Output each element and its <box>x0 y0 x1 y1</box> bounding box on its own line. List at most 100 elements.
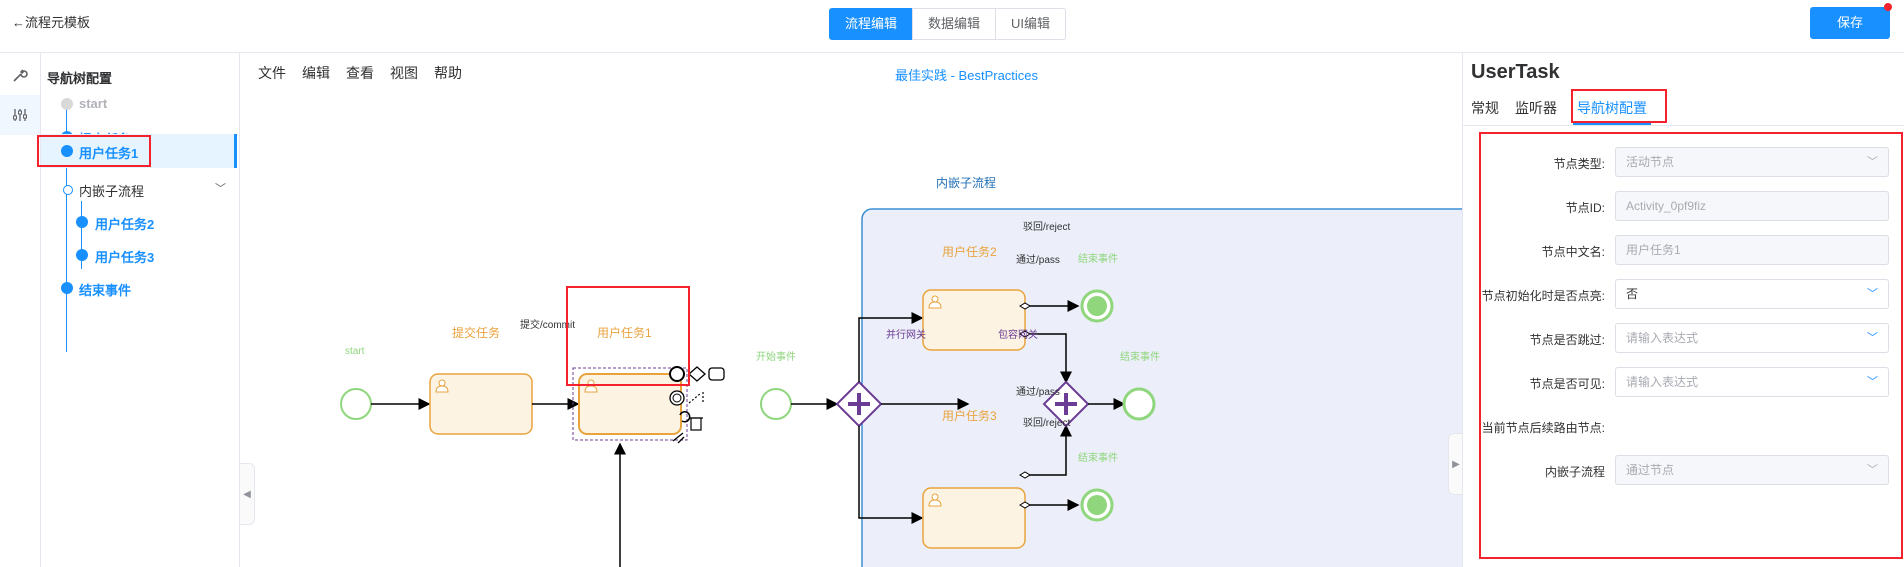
parallel-gateway-label: 并行网关 <box>886 330 926 341</box>
node-type-select[interactable]: 活动节点﹀ <box>1615 147 1889 177</box>
tab-general[interactable]: 常规 <box>1471 100 1499 116</box>
subprocess-title: 内嵌子流程 <box>936 176 997 190</box>
canvas-menu: 文件 编辑 查看 视图 帮助 <box>258 63 462 83</box>
highlight-box-task <box>566 286 690 386</box>
subprocess-select[interactable]: 通过节点﹀ <box>1615 455 1889 485</box>
tree-node-subprocess[interactable]: 内嵌子流程 ﹀ <box>41 170 237 208</box>
tree-node-label: 用户任务3 <box>95 250 155 265</box>
field-label: 当前节点后续路由节点: <box>1481 421 1605 435</box>
element-type-title: UserTask <box>1471 61 1560 83</box>
chevron-down-icon: ﹀ <box>1867 376 1878 388</box>
field-node-type: 节点类型: 活动节点﹀ <box>1479 147 1895 179</box>
tree-node-label: 用户任务1 <box>79 146 139 161</box>
mode-switch: 流程编辑 数据编辑 UI编辑 <box>829 8 1067 40</box>
user-task3-label: 用户任务3 <box>942 409 997 423</box>
submit-task-label: 提交任务 <box>452 326 501 340</box>
tree-node-dot <box>63 185 73 195</box>
mode-process-edit[interactable]: 流程编辑 <box>829 8 914 40</box>
tab-listeners[interactable]: 监听器 <box>1515 100 1557 116</box>
tree-node-dot <box>76 216 88 228</box>
chevron-down-icon[interactable]: ﹀ <box>215 183 226 195</box>
user-task2-shape <box>922 289 1026 351</box>
field-label: 节点初始化时是否点亮: <box>1481 289 1605 303</box>
end1-label: 结束事件 <box>1078 254 1118 265</box>
menu-edit[interactable]: 编辑 <box>302 65 330 81</box>
tabs-divider <box>1463 125 1904 126</box>
reject1-label: 驳回/reject <box>1023 222 1071 233</box>
tree-node-end-event[interactable]: 结束事件 <box>41 269 237 307</box>
field-label: 节点类型: <box>1553 157 1605 171</box>
field-placeholder: 请输入表达式 <box>1626 331 1699 345</box>
bpmn-canvas[interactable]: 文件 编辑 查看 视图 帮助 最佳实践 - BestPractices <box>240 53 1462 567</box>
tree-node-user-task2[interactable]: 用户任务2 <box>41 203 237 241</box>
tree-connector <box>81 201 82 269</box>
field-init-lit: 节点初始化时是否点亮: 否﹀ <box>1479 279 1895 311</box>
context-pad <box>669 366 725 444</box>
tree-node-user-task3[interactable]: 用户任务3 <box>41 236 237 274</box>
sub-start-event <box>760 388 792 420</box>
tree-node-dot <box>76 249 88 261</box>
field-label: 节点ID: <box>1565 201 1605 215</box>
save-button[interactable]: 保存 <box>1810 7 1890 39</box>
tree-node-dot <box>61 98 73 110</box>
menu-help[interactable]: 帮助 <box>434 65 462 81</box>
wrench-icon[interactable] <box>0 55 40 95</box>
collapse-left-icon[interactable]: ◀ <box>240 463 255 525</box>
sliders-icon[interactable] <box>0 95 40 135</box>
unsaved-indicator <box>1884 3 1892 11</box>
best-practices-link[interactable]: 最佳实践 - BestPractices <box>895 68 1039 83</box>
node-name-input[interactable]: 用户任务1 <box>1615 235 1889 265</box>
field-visible: 节点是否可见: 请输入表达式﹀ <box>1479 367 1895 399</box>
mode-data-edit[interactable]: 数据编辑 <box>912 8 997 40</box>
tree-node-label: start <box>79 96 108 111</box>
node-id-input[interactable]: Activity_0pf9fiz <box>1615 191 1889 221</box>
tab-nav-tree-config[interactable]: 导航树配置 <box>1573 93 1651 125</box>
field-label: 内嵌子流程 <box>1544 465 1605 479</box>
end-event-2 <box>1122 387 1156 421</box>
highlight-box-tree <box>37 135 151 167</box>
tree-node-user-task1[interactable]: 用户任务1 <box>41 134 237 168</box>
left-icon-rail <box>0 53 41 567</box>
field-value: 用户任务1 <box>1626 243 1681 257</box>
field-value: 通过节点 <box>1626 463 1675 477</box>
reject2-label: 驳回/reject <box>1023 418 1071 429</box>
bpmn-diagram <box>340 208 1462 567</box>
field-node-name: 节点中文名: 用户任务1 <box>1479 235 1895 267</box>
back-link[interactable]: ←流程元模板 <box>12 15 91 30</box>
visible-expression-select[interactable]: 请输入表达式 ﹀ <box>1615 367 1889 397</box>
field-node-id: 节点ID: Activity_0pf9fiz <box>1479 191 1895 223</box>
nav-tree-panel: 导航树配置 start 提交任务 用户任务1 内嵌子流程 ﹀ 用户任务2 用户任… <box>37 53 240 567</box>
tree-node-start[interactable]: start <box>41 85 237 123</box>
start-label: start <box>345 346 365 357</box>
sub-start-label: 开始事件 <box>756 352 796 363</box>
chevron-down-icon: ﹀ <box>1867 332 1878 344</box>
menu-view[interactable]: 查看 <box>346 65 374 81</box>
chevron-down-icon: ﹀ <box>1867 288 1878 300</box>
chevron-down-icon: ﹀ <box>1867 156 1878 168</box>
properties-tabs: 常规 监听器 导航树配置 <box>1471 93 1651 125</box>
field-subprocess: 内嵌子流程 通过节点﹀ <box>1479 455 1895 487</box>
selection-outline <box>572 367 688 441</box>
field-placeholder: 请输入表达式 <box>1626 375 1699 389</box>
user-task2-label: 用户任务2 <box>942 245 997 259</box>
user-task1-label: 用户任务1 <box>597 326 652 340</box>
mode-ui-edit[interactable]: UI编辑 <box>995 8 1067 40</box>
tree-connector <box>66 105 67 352</box>
end2-label: 结束事件 <box>1120 352 1160 363</box>
commit-flow-label: 提交/commit <box>520 320 575 331</box>
properties-panel: UserTask 常规 监听器 导航树配置 节点类型: 活动节点﹀ 节点ID: … <box>1462 53 1904 567</box>
init-lit-select[interactable]: 否﹀ <box>1615 279 1889 309</box>
end3-label: 结束事件 <box>1078 453 1118 464</box>
menu-display[interactable]: 视图 <box>390 65 418 81</box>
menu-file[interactable]: 文件 <box>258 65 286 81</box>
field-next-route: 当前节点后续路由节点: <box>1479 411 1895 443</box>
field-value: Activity_0pf9fiz <box>1626 199 1707 213</box>
highlight-box-tab <box>1571 89 1667 123</box>
skip-expression-select[interactable]: 请输入表达式 ﹀ <box>1615 323 1889 353</box>
tree-node-label: 结束事件 <box>79 283 132 298</box>
tree-node-dot <box>61 282 73 294</box>
tree-node-dot <box>61 145 73 157</box>
collapse-right-icon[interactable]: ▶ <box>1448 433 1462 495</box>
field-value: 否 <box>1626 287 1639 301</box>
tree-node-label: 内嵌子流程 <box>79 184 145 199</box>
